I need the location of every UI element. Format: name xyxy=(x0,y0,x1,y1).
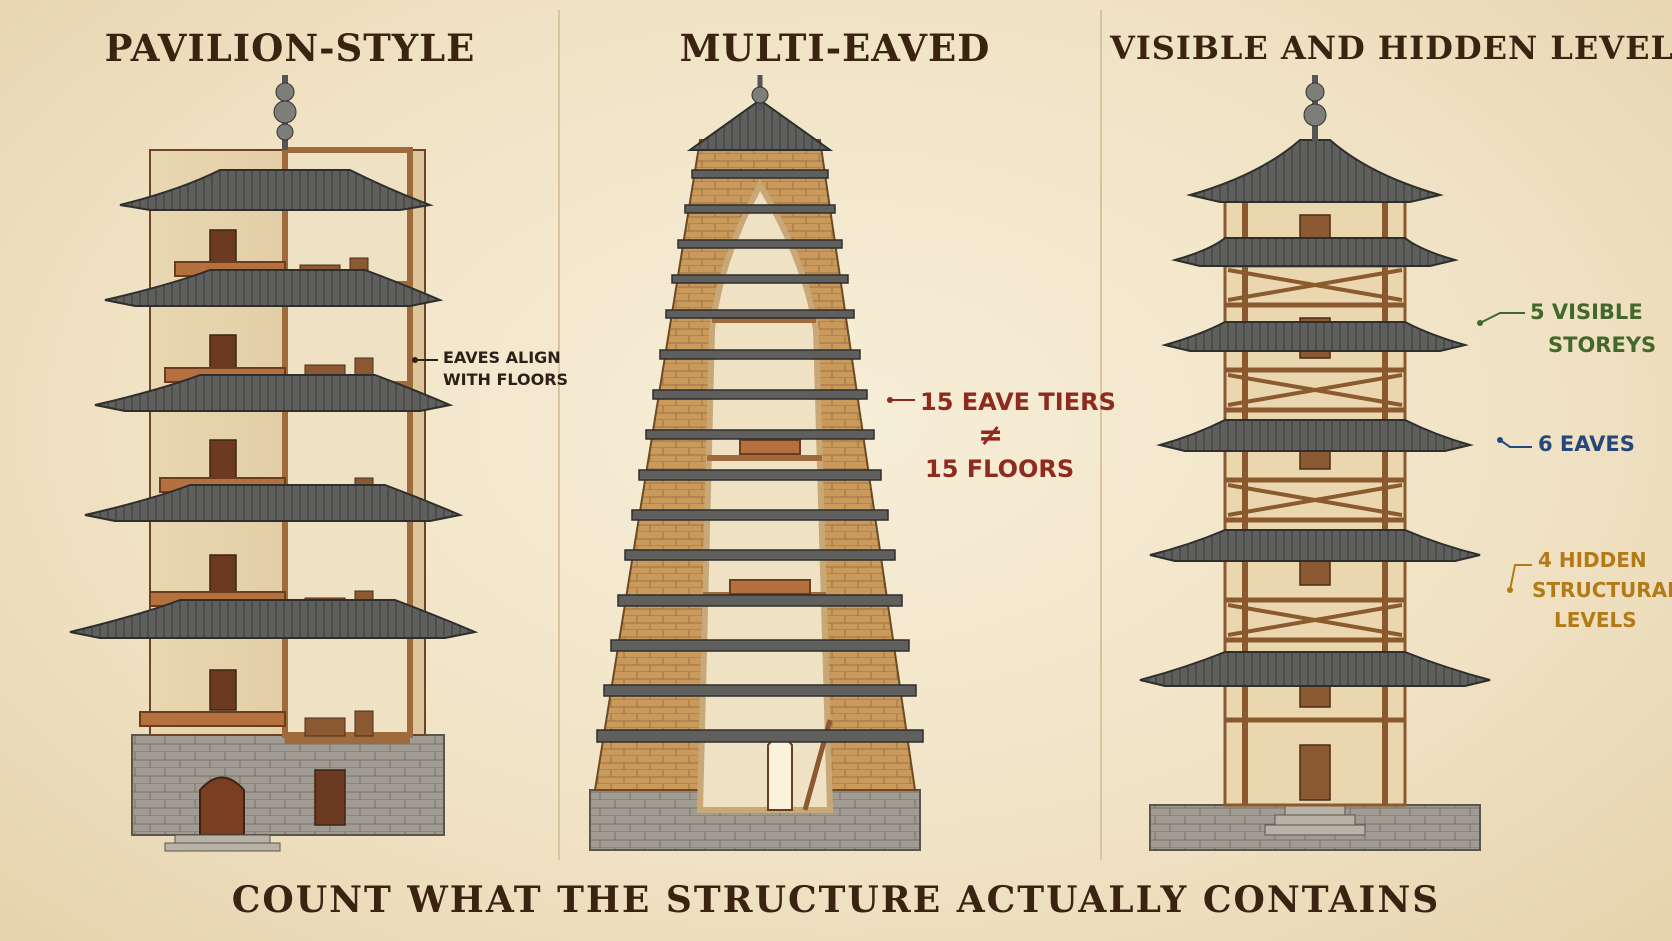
six-eaves-label: 6 EAVES xyxy=(1538,432,1635,456)
panel-divider-left xyxy=(558,10,560,860)
eaves-align-label-line1: EAVES ALIGN xyxy=(443,348,561,367)
pavilion-steps xyxy=(164,834,281,852)
hidden-levels-label-line3: LEVELS xyxy=(1554,608,1637,632)
multi-eaved-eave-tiers xyxy=(596,169,924,743)
multi-eaved-ground-doorway xyxy=(767,736,793,811)
multi-eaved-annotation-pointer xyxy=(887,397,915,403)
not-equal-symbol: ≠ xyxy=(978,418,1004,453)
multi-eaved-apex-roof xyxy=(686,98,834,151)
eaves-align-label-line2: WITH FLOORS xyxy=(443,370,569,389)
tower-columns xyxy=(1242,200,1388,805)
floors-label: 15 FLOORS xyxy=(925,455,1075,483)
tower-annotation-pointers xyxy=(1477,312,1532,593)
pavilion-arched-door xyxy=(199,776,245,836)
tower-timber-body xyxy=(1223,198,1407,807)
pavilion-annotation-pointer xyxy=(412,357,438,363)
tower-eaves xyxy=(1139,139,1491,687)
pavilion-style-title: PAVILION-STYLE xyxy=(104,26,476,70)
multi-eaved-stone-base xyxy=(589,789,921,851)
footer-caption: COUNT WHAT THE STRUCTURE ACTUALLY CONTAI… xyxy=(231,879,1441,921)
tower-hidden-structural-bracing xyxy=(1227,268,1403,637)
visible-hidden-levels-title: VISIBLE AND HIDDEN LEVELS xyxy=(1110,29,1672,67)
multi-eaved-finial xyxy=(751,75,769,110)
panel-divider-right xyxy=(1100,10,1102,860)
hidden-levels-label-line1: 4 HIDDEN xyxy=(1538,548,1647,572)
pavilion-stone-base xyxy=(131,734,445,836)
multi-eaved-inner-shaft xyxy=(696,178,834,813)
pavilion-pagoda xyxy=(69,75,479,852)
visible-hidden-pagoda xyxy=(1139,75,1532,851)
pavilion-eaves xyxy=(69,169,479,639)
hidden-levels-label-line2: STRUCTURAL xyxy=(1532,578,1672,602)
visible-storeys-label-line2: STOREYS xyxy=(1548,333,1657,357)
multi-eaved-pagoda xyxy=(589,75,924,851)
pavilion-cutaway xyxy=(282,147,413,738)
visible-storeys-label-line1: 5 VISIBLE xyxy=(1530,300,1643,324)
pagoda-illustrations xyxy=(69,75,1532,852)
multi-eaved-internal-balconies xyxy=(729,439,811,595)
pavilion-finial xyxy=(273,75,297,150)
multi-eaved-title: MULTI-EAVED xyxy=(679,26,991,70)
tower-finial xyxy=(1303,75,1327,142)
eave-tiers-label: 15 EAVE TIERS xyxy=(920,388,1116,416)
